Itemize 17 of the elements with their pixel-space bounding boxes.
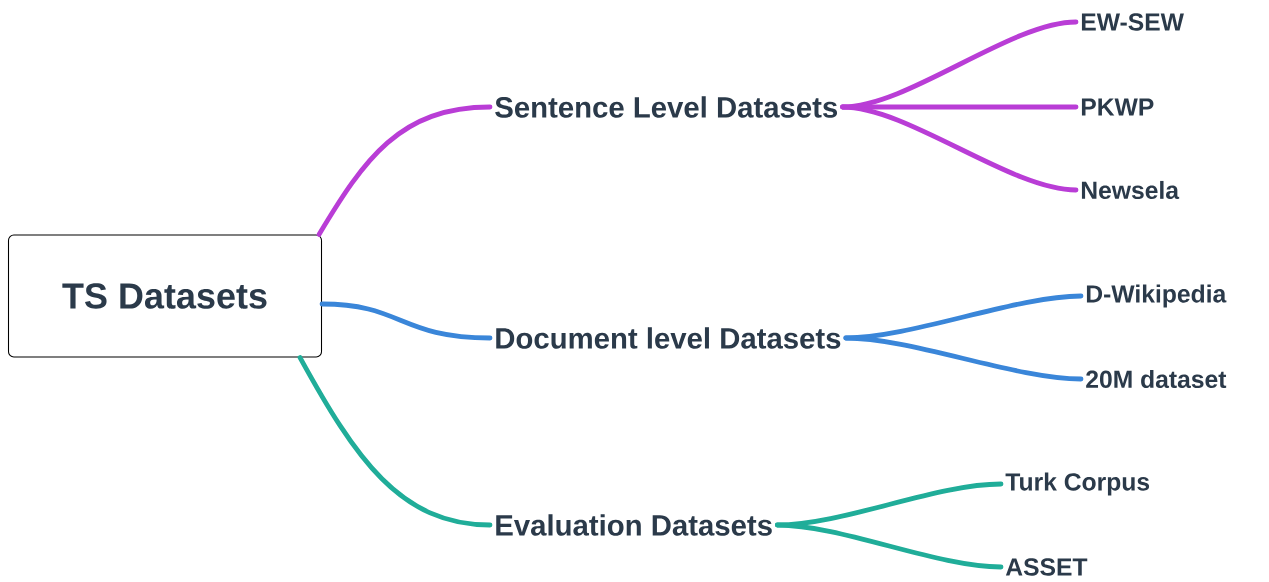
branch-curve — [840, 104, 1079, 193]
topic-label: Evaluation Datasets — [496, 514, 772, 536]
branch-curve — [843, 335, 1084, 382]
branch-curve — [297, 355, 493, 528]
topic-label: Sentence Level Datasets — [495, 96, 838, 118]
subtopic-label: D-Wikipedia — [1086, 284, 1227, 308]
root-box: TS Datasets — [7, 234, 323, 358]
subtopic-label: 20M dataset — [1086, 369, 1227, 389]
branch-curve — [316, 104, 493, 237]
subtopic-label: ASSET — [1005, 558, 1088, 576]
branch-curve — [319, 301, 493, 341]
subtopic-label: Newsela — [1081, 180, 1180, 200]
branch-curve — [774, 522, 1004, 570]
subtopic-label: EW-SEW — [1081, 13, 1184, 31]
subtopic-label: PKWP — [1081, 98, 1154, 116]
subtopic-label: Turk Corpus — [1005, 472, 1150, 496]
topic-label: Document level Datasets — [496, 327, 841, 349]
